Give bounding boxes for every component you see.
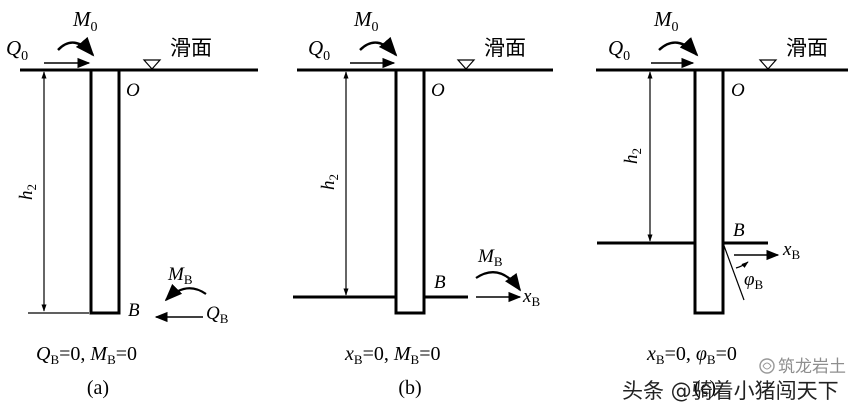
caption-b: (b) [398, 377, 421, 399]
condition-text-b: xB=0, MB=0 [344, 343, 440, 367]
m0-moment-arrow [658, 37, 699, 57]
condition-text-a: QB=0, MB=0 [36, 343, 137, 367]
footer-watermark: 头条 @骑着小猪闯天下 [622, 379, 839, 403]
qb-label: QB [206, 303, 229, 326]
mb-label: MB [167, 264, 193, 287]
logo-icon [759, 358, 775, 374]
mb-moment-arrow [164, 283, 207, 302]
h2-label: h2 [318, 174, 341, 190]
phib-label: φB [744, 269, 764, 292]
surface-symbol-icon [142, 59, 162, 70]
phi-arc [735, 261, 749, 269]
xb-label: xB [782, 239, 800, 262]
m0-moment-arrow [359, 36, 398, 57]
panel-b: Q0 M0 滑面 O h2 B MB xB xB=0, MB=0 (b) [293, 7, 553, 399]
m0-label: M0 [353, 7, 379, 35]
caption-c: (c) [694, 377, 716, 399]
panel-a: Q0 M0 滑面 O h2 B MB QB QB=0, MB=0 (a) [6, 7, 258, 399]
m0-label: M0 [72, 7, 98, 35]
origin-o-label: O [126, 80, 140, 101]
surface-label: 滑面 [170, 36, 212, 60]
point-b-label: B [733, 220, 745, 241]
pile [394, 68, 426, 315]
point-b-label: B [434, 272, 446, 293]
surface-symbol-icon [456, 59, 476, 70]
q0-label: Q0 [608, 36, 630, 64]
m0-moment-arrow [57, 36, 95, 57]
rotation-ref-line [722, 242, 745, 301]
q0-label: Q0 [308, 36, 330, 64]
xb-label: xB [522, 286, 540, 309]
point-b-label: B [128, 300, 140, 321]
condition-text-c: xB=0, φB=0 [646, 343, 737, 367]
logo-text: 筑龙岩土 [778, 357, 846, 377]
q0-label: Q0 [6, 36, 28, 64]
h2-label: h2 [16, 184, 39, 200]
origin-o-label: O [731, 80, 745, 101]
mb-label: MB [477, 246, 503, 269]
h2-label: h2 [621, 148, 644, 164]
origin-o-label: O [431, 80, 445, 101]
m0-label: M0 [653, 7, 679, 35]
surface-label: 滑面 [786, 36, 828, 60]
pile [693, 68, 725, 315]
caption-a: (a) [87, 377, 109, 399]
watermark-logo: 筑龙岩土 [759, 357, 846, 377]
surface-symbol-icon [758, 59, 778, 70]
pile [89, 68, 121, 315]
surface-label: 滑面 [484, 36, 526, 60]
mb-moment-arrow [475, 271, 522, 292]
panel-c: Q0 M0 滑面 O h2 B xB φB xB=0, φB=0 (c) [596, 7, 848, 399]
